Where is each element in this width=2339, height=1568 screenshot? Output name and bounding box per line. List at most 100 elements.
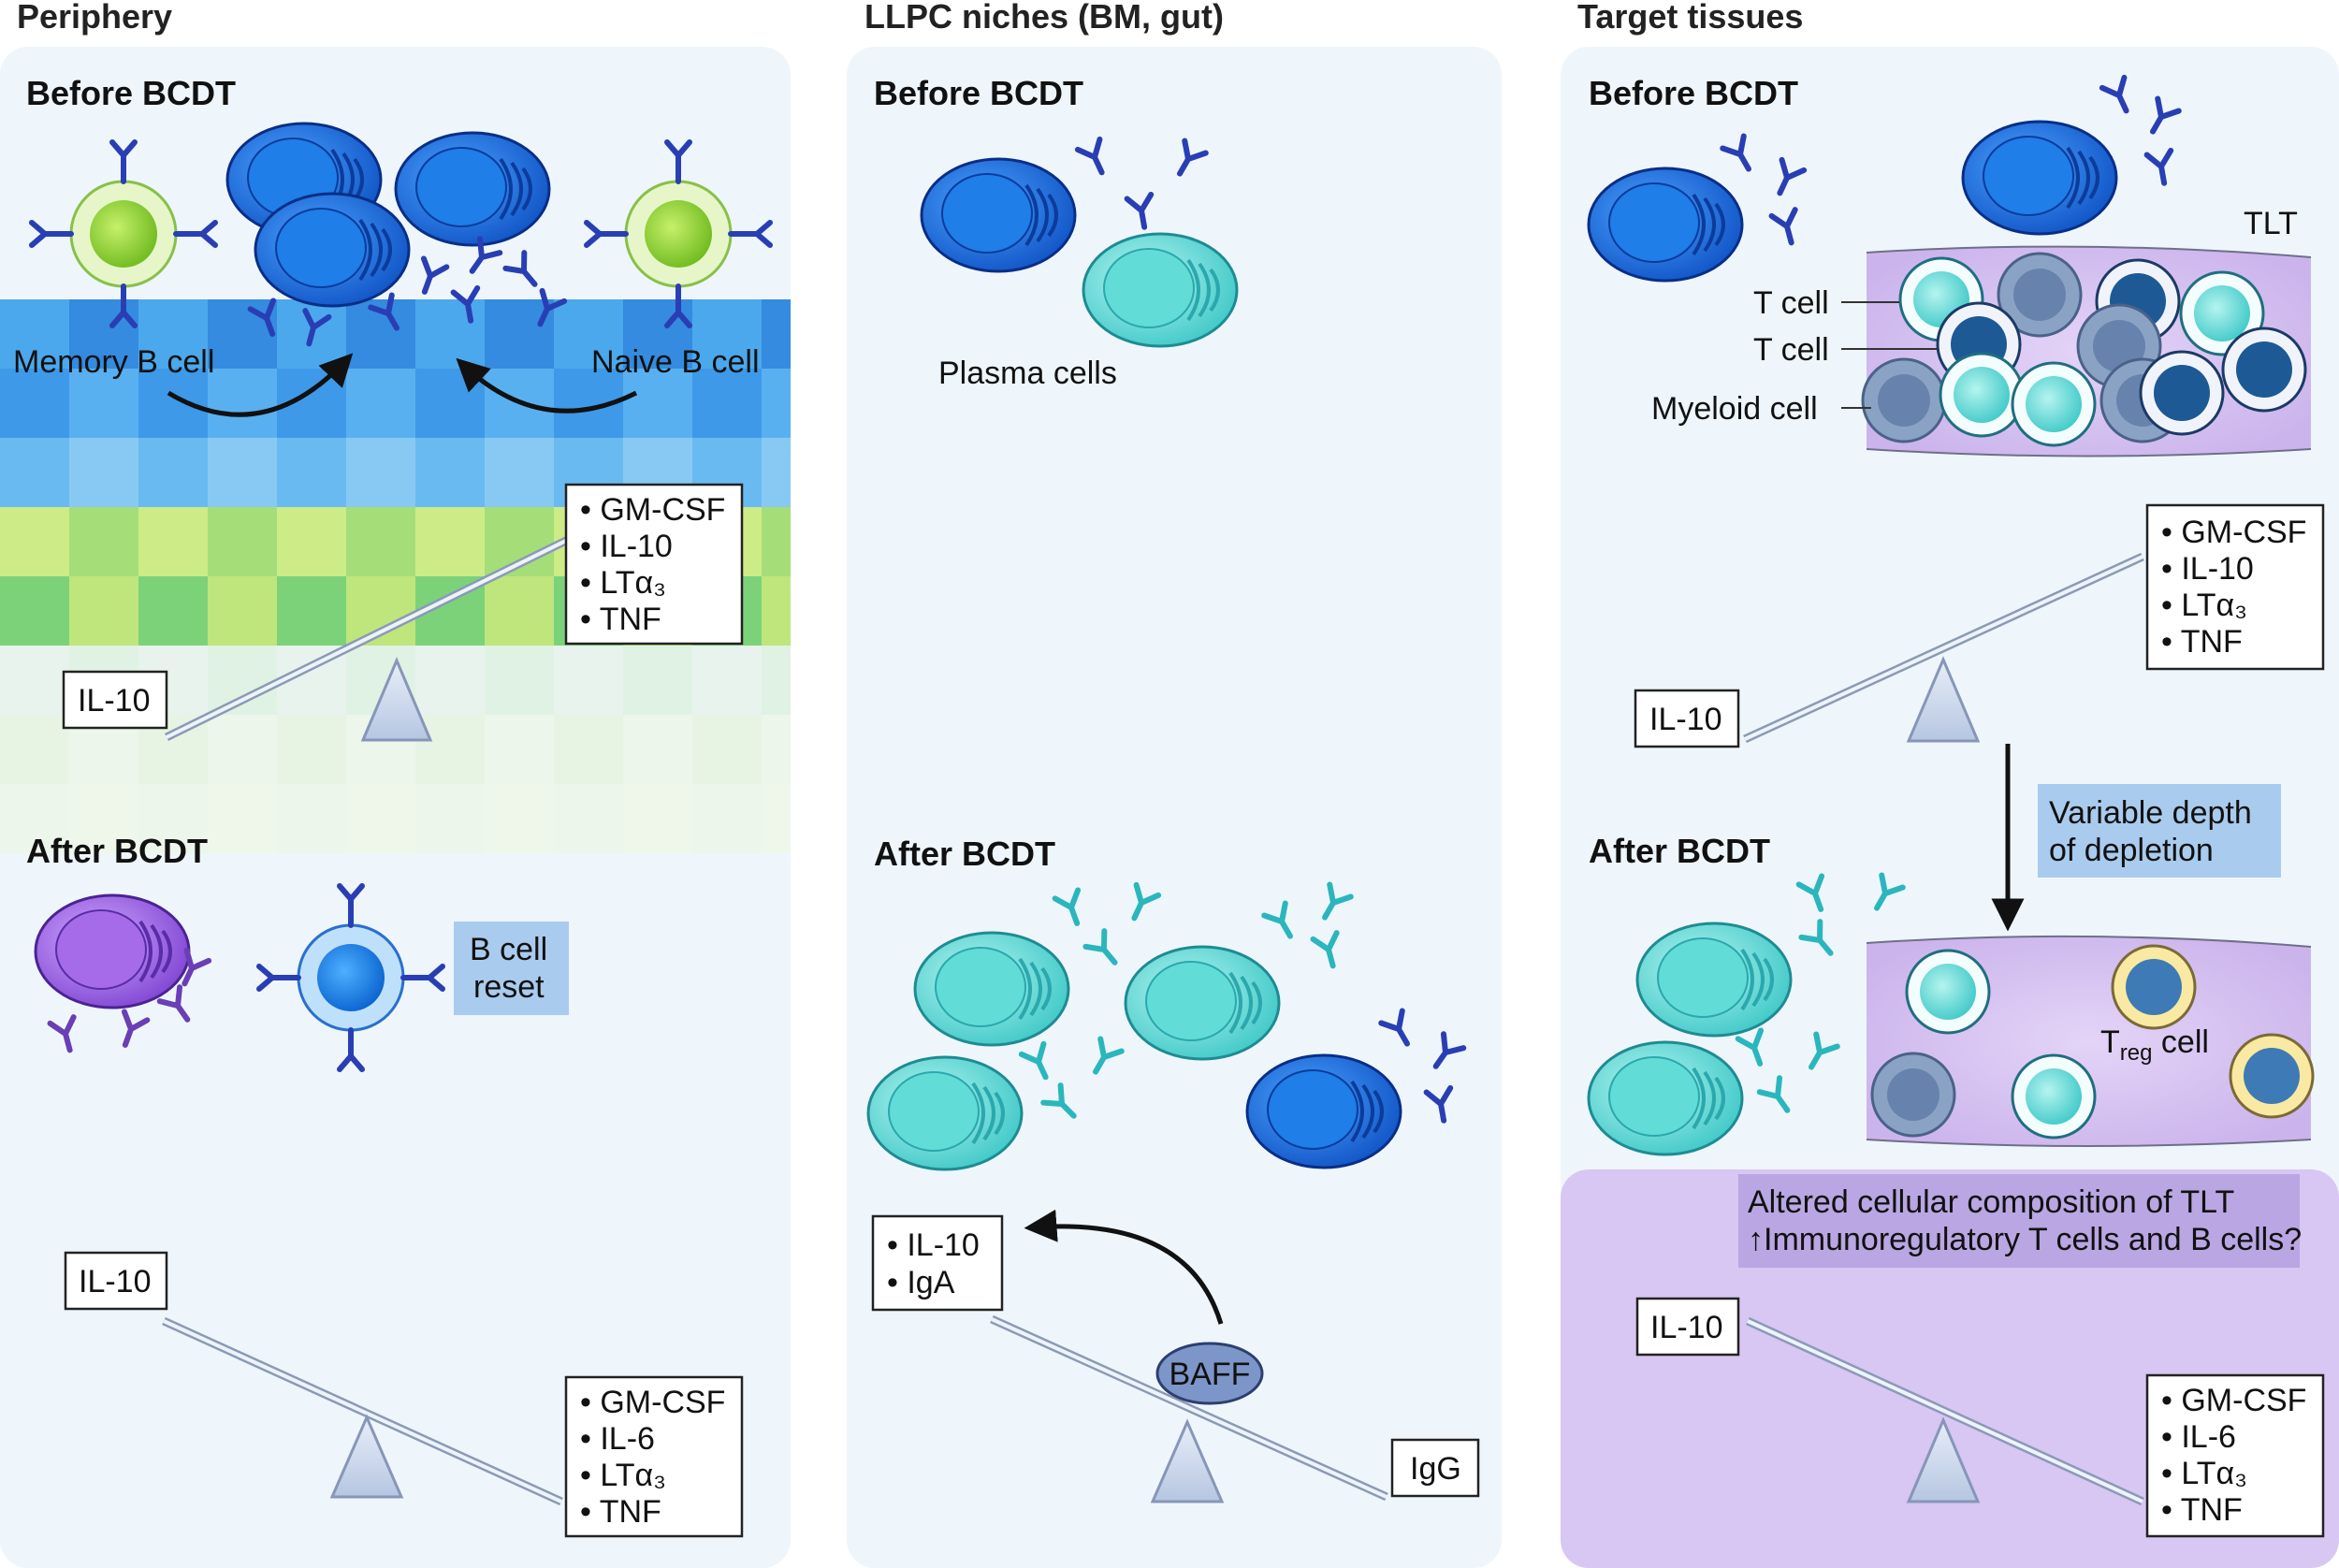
- heatmap-tile: [346, 784, 415, 853]
- plasma-cell-icon: [1961, 120, 2118, 236]
- heatmap-tile: [208, 299, 277, 369]
- heatmap-tile: [762, 299, 791, 369]
- heatmap-tile: [138, 784, 208, 853]
- heatmap-tile: [415, 715, 485, 784]
- cytokine-list-box: • GM-CSF • IL-10 • LTα₃ • TNF: [564, 483, 744, 646]
- cytokine-list-box: • GM-CSF • IL-6 • LTα₃ • TNF: [2145, 1373, 2325, 1538]
- heatmap-tile: [762, 715, 791, 784]
- seesaw-fulcrum-icon: [329, 1414, 404, 1499]
- treg-cell-label: Treg cell: [2100, 1024, 2209, 1066]
- heatmap-tile: [0, 438, 69, 507]
- heatmap-tile: [138, 507, 208, 576]
- heatmap-tile: [208, 438, 277, 507]
- plasma-cell-teal-icon: [1082, 232, 1239, 348]
- variable-depth-box: Variable depth of depletion: [2038, 784, 2281, 878]
- cytokine-item: • IL-6: [2161, 1419, 2236, 1455]
- heatmap-tile: [415, 369, 485, 438]
- heatmap-tile: [415, 438, 485, 507]
- seesaw-beam-highlight: [163, 1319, 562, 1503]
- heatmap-tile: [0, 576, 69, 646]
- cytokine-item: • IL-10: [2161, 551, 2254, 587]
- plasma-cell-teal-icon: [1635, 922, 1793, 1038]
- heatmap-tile: [762, 369, 791, 438]
- il10-iga-item: • IgA: [887, 1265, 955, 1300]
- llpc-before-heading: Before BCDT: [874, 74, 1083, 112]
- heatmap-tile: [485, 646, 554, 715]
- heatmap-tile: [69, 507, 138, 576]
- heatmap-tile: [692, 784, 762, 853]
- heatmap-tile: [138, 576, 208, 646]
- heatmap-tile: [208, 576, 277, 646]
- heatmap-tile: [346, 507, 415, 576]
- heatmap-tile: [415, 299, 485, 369]
- heatmap-tile: [208, 369, 277, 438]
- periphery-after-heading: After BCDT: [26, 832, 208, 870]
- plasma-cell-teal-icon: [913, 931, 1070, 1047]
- heatmap-tile: [692, 369, 762, 438]
- cytokine-item: • LTα₃: [580, 565, 666, 601]
- t-cell-icon: [1939, 352, 2025, 438]
- heatmap-tile: [0, 784, 69, 853]
- heatmap-tile: [69, 576, 138, 646]
- b-cell-reset-label: reset: [473, 969, 545, 1005]
- il10-label-box: IL-10: [1635, 1297, 1740, 1357]
- baff-oval: BAFF: [1155, 1342, 1264, 1405]
- heatmap-tile: [554, 784, 623, 853]
- heatmap-tile: [69, 369, 138, 438]
- il10-label: IL-10: [1650, 1310, 1723, 1345]
- target-after-purple-band: [1561, 1169, 2339, 1568]
- heatmap-tile: [692, 646, 762, 715]
- heatmap-tile: [485, 784, 554, 853]
- heatmap-tile: [0, 299, 69, 369]
- igg-label: IgG: [1410, 1451, 1461, 1487]
- myeloid-cell-label: Myeloid cell: [1651, 391, 1818, 427]
- heatmap-tile: [0, 715, 69, 784]
- seesaw-beam-highlight: [166, 503, 639, 739]
- t-cell-icon: [1905, 949, 1991, 1035]
- treg-cell-icon: [2229, 1033, 2315, 1119]
- cytokine-item: • LTα₃: [2161, 1456, 2247, 1491]
- heatmap-tile: [138, 438, 208, 507]
- baff-label: BAFF: [1170, 1357, 1251, 1392]
- memory-to-plasma-arrow: [167, 353, 354, 417]
- altered-composition-label: ↑Immunoregulatory T cells and B cells?: [1748, 1222, 2302, 1257]
- heatmap-tile: [485, 299, 554, 369]
- column-title-target: Target tissues: [1577, 0, 1803, 36]
- memory-b-cell-label: Memory B cell: [13, 344, 214, 380]
- heatmap-tile: [554, 299, 623, 369]
- plasma-cell-icon: [1587, 167, 1744, 283]
- cytokine-item: • GM-CSF: [580, 1385, 725, 1420]
- heatmap-tile: [623, 715, 692, 784]
- plasma-cell-icon: [254, 192, 411, 308]
- heatmap-tile: [554, 646, 623, 715]
- heatmap-tile: [69, 299, 138, 369]
- altered-composition-box: Altered cellular composition of TLT ↑Imm…: [1738, 1174, 2302, 1268]
- plasma-cell-teal-icon: [1587, 1040, 1744, 1156]
- heatmap-tile: [208, 715, 277, 784]
- plasma-cell-purple-icon: [34, 893, 191, 1009]
- cytokine-item: • TNF: [580, 1494, 661, 1530]
- seesaw-fulcrum-icon: [1906, 656, 1981, 743]
- b-cell-reset-box: B cell reset: [454, 922, 569, 1015]
- igg-label-box: IgG: [1390, 1438, 1480, 1498]
- llpc-panel: [847, 47, 1502, 1568]
- heatmap-tile: [346, 369, 415, 438]
- heatmap-tile: [415, 507, 485, 576]
- column-title-periphery: Periphery: [17, 0, 172, 36]
- heatmap-tile: [762, 438, 791, 507]
- cytokine-item: • TNF: [580, 602, 661, 637]
- plasma-cell-icon: [394, 131, 551, 247]
- heatmap-tile: [138, 369, 208, 438]
- periphery-before-heading: Before BCDT: [26, 74, 236, 112]
- variable-depth-label: of depletion: [2049, 833, 2214, 868]
- seesaw-fulcrum-icon: [360, 657, 433, 742]
- t-cell-icon: [2221, 327, 2307, 413]
- b-cell-reset-label: B cell: [470, 932, 547, 967]
- myeloid-cell-icon: [1870, 1052, 1956, 1138]
- target-after-heading: After BCDT: [1589, 832, 1770, 870]
- myeloid-cell-icon: [1861, 357, 1947, 443]
- heatmap-tile: [277, 438, 346, 507]
- heatmap-tile: [0, 369, 69, 438]
- tlt-label: TLT: [2244, 206, 2298, 241]
